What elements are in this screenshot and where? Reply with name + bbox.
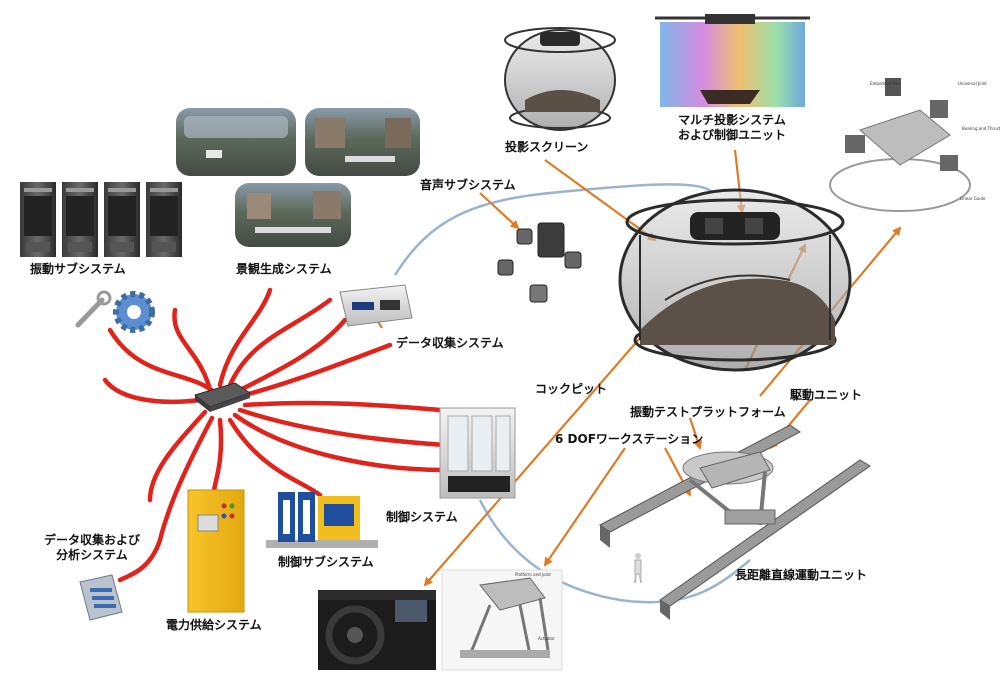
scene-generation-label: 景観生成システム [236,262,332,276]
person-figure [634,553,642,584]
svg-text:Actuator: Actuator [538,636,555,641]
multi-projection-view [655,14,810,107]
svg-text:Linear Guide: Linear Guide [960,196,986,201]
power-cabinet [187,489,245,613]
multi-projection-line2: および制御ユニット [677,128,786,142]
data-analysis-line2: 分析システム [56,548,128,562]
scene-tiles [176,108,420,247]
data-links [393,183,751,604]
svg-text:Platform and Joint: Platform and Joint [515,572,551,577]
vibration-platform-label: 振動テストプラットフォーム [630,405,786,419]
cockpit-interior-photo [318,590,436,670]
control-system-label: 制御システム [386,510,458,524]
projection-screen-label: 投影スクリーン [505,140,589,154]
drive-unit-diagram: Embedded Part Universal Joint Bearing an… [829,78,1000,212]
cockpit-dome [618,188,852,372]
six-dof-label: 6 DOFワークステーション [555,432,704,446]
network-switch [193,382,252,412]
analysis-server-icon [79,574,123,621]
server-racks [20,182,182,257]
control-subsystem-label: 制御サブシステム [278,555,374,569]
wrench-icon [75,290,112,328]
control-cabinet [439,407,516,499]
drive-unit-label: 駆動ユニット [790,388,863,402]
data-collection-device [339,284,413,327]
data-analysis-label: データ収集および 分析システム [40,533,144,563]
power-supply-label: 電力供給システム [166,618,262,632]
svg-text:Universal Joint: Universal Joint [958,81,987,86]
multi-projection-line1: マルチ投影システム [678,113,786,127]
cockpit-label: コックピット [535,382,608,396]
linear-motion-rails [599,424,871,620]
vibration-subsystem-label: 振動サブシステム [30,262,126,276]
data-collection-label: データ収集システム [396,336,504,350]
projection-dome-small [504,27,616,131]
multi-projection-label: マルチ投影システム および制御ユニット [676,113,788,143]
gear-icon [113,291,155,333]
linear-motion-label: 長距離直線運動ユニット [735,568,868,582]
data-analysis-line1: データ収集および [43,533,140,547]
audio-subsystem-label: 音声サブシステム [420,178,516,192]
six-dof-diagram: Platform and Joint Actuator [441,569,563,671]
speaker-boxes [497,222,582,303]
network-cables [102,287,448,583]
svg-text:Bearing and Thrust Ring: Bearing and Thrust Ring [962,126,1000,131]
svg-text:Embedded Part: Embedded Part [870,81,901,86]
control-subsystem-cabinets [266,492,378,548]
